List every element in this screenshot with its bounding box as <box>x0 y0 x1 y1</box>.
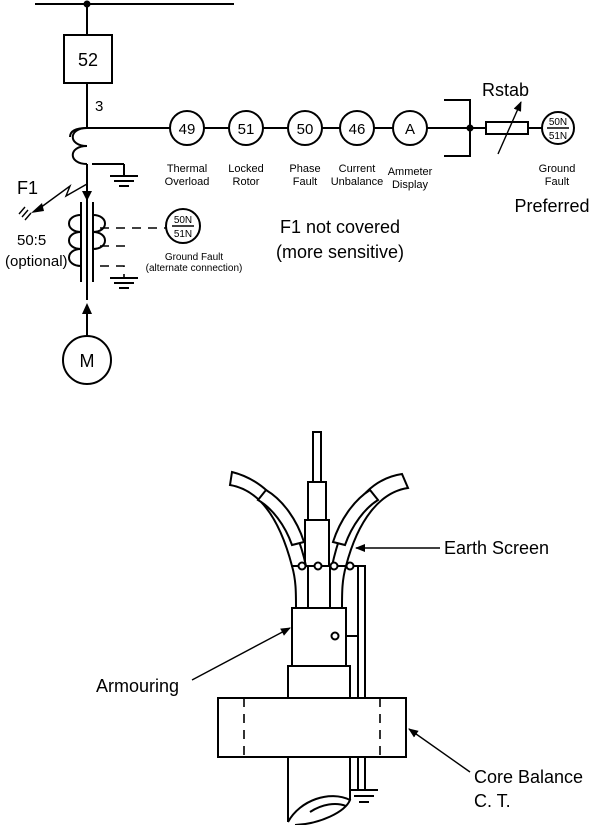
cable-diagram: Earth Screen Armouring Core Balance C. T… <box>96 431 583 825</box>
screen-joint <box>313 561 323 571</box>
relay-code: 46 <box>349 121 366 138</box>
right-inner-core <box>341 565 347 609</box>
relay-51: 51 Locked Rotor <box>228 110 264 188</box>
cbct-coil <box>68 214 82 267</box>
relay-caption-2: Overload <box>165 176 210 188</box>
ct-coil-top <box>69 127 88 138</box>
cable-cut-end <box>287 795 352 825</box>
alt-ground-relay-top: 50N <box>174 215 192 226</box>
ground-relay-caption-1: Ground <box>539 163 576 175</box>
fault-arrow-icon <box>31 203 44 213</box>
relay-caption-2: Rotor <box>233 176 260 188</box>
ct-ratio-label: 50:5 <box>17 232 46 249</box>
fault-ground-mark-3 <box>24 212 32 221</box>
alt-ground-relay-bottom: 51N <box>174 229 192 240</box>
relay-circle <box>228 110 264 146</box>
armouring-label: Armouring <box>96 676 179 696</box>
ground-relay-bottom: 51N <box>549 131 567 142</box>
center-core <box>304 519 330 567</box>
relay-46: 46 Current Unbalance <box>331 110 384 188</box>
armouring-arrow <box>191 627 291 681</box>
current-arrow-down-icon <box>82 191 92 201</box>
core-balance-arrow <box>408 728 471 773</box>
left-core-insulation <box>256 488 306 547</box>
alt-ground-relay-caption-1: Ground Fault <box>165 252 224 263</box>
center-core-insulation <box>307 481 327 521</box>
fault-ground-mark-2 <box>21 209 29 218</box>
relay-caption-1: Locked <box>228 163 263 175</box>
relay-code: 49 <box>179 121 196 138</box>
breaker-label: 52 <box>78 50 98 70</box>
ct-label-line-2: C. T. <box>474 791 511 811</box>
ct-label-line-1: Core Balance <box>474 767 583 787</box>
one-line-diagram: 52 3 F1 50:5 (optional) <box>5 0 590 385</box>
preferred-label: Preferred <box>514 196 589 216</box>
relay-circle <box>339 110 375 146</box>
motor-label: M <box>80 351 95 371</box>
cbct-coil-right <box>92 214 106 250</box>
fault-ground-mark-1 <box>18 206 26 215</box>
relay-50: 50 Phase Fault <box>287 110 323 188</box>
relay-caption-1: Thermal <box>167 163 207 175</box>
note-line-2: (more sensitive) <box>276 242 404 262</box>
screen-joint <box>345 561 355 571</box>
left-inner-core <box>291 565 297 609</box>
relay-circle <box>287 110 323 146</box>
relay-caption-2: Unbalance <box>331 176 384 188</box>
relay-code: 51 <box>238 121 255 138</box>
motor-circle <box>62 335 112 385</box>
earth-wire <box>354 565 366 790</box>
note-line-1: F1 not covered <box>280 217 400 237</box>
relay-caption-2: Display <box>392 179 429 191</box>
ground-relay-caption-2: Fault <box>545 176 569 188</box>
relay-caption-1: Ammeter <box>388 166 433 178</box>
current-arrow-up-icon <box>82 303 92 314</box>
phases-label: 3 <box>95 98 103 115</box>
relay-caption-1: Current <box>339 163 376 175</box>
right-core-insulation <box>331 488 380 547</box>
screen-joint <box>329 561 339 571</box>
armour-bond-joint <box>330 631 340 641</box>
screen-joint <box>297 561 307 571</box>
relay-ammeter: A Ammeter Display <box>388 110 433 191</box>
alt-connection-dash-3 <box>100 265 125 278</box>
relay-code: 50 <box>297 121 314 138</box>
earth-screen-label: Earth Screen <box>444 538 549 558</box>
breaker-52-box <box>63 34 113 84</box>
relay-49: 49 Thermal Overload <box>165 110 210 188</box>
ground-relay-top: 50N <box>549 117 567 128</box>
rstab-label: Rstab <box>482 80 529 100</box>
rstab-variable-arrow-icon <box>497 101 522 155</box>
phase-ct-coil <box>71 127 88 165</box>
relay-caption-2: Fault <box>293 176 317 188</box>
fault-label: F1 <box>17 178 38 198</box>
relay-code: A <box>405 121 415 138</box>
relay-circle <box>169 110 205 146</box>
ct-optional-label: (optional) <box>5 253 68 270</box>
center-conductor <box>312 431 322 489</box>
cable-sheath <box>287 665 351 699</box>
cable-cut-detail <box>309 803 347 813</box>
fault-bolt <box>39 183 88 209</box>
relay-circle <box>392 110 428 146</box>
alt-ground-relay-caption-2: (alternate connection) <box>146 263 243 274</box>
relay-caption-1: Phase <box>289 163 320 175</box>
core-balance-ct <box>217 697 407 758</box>
